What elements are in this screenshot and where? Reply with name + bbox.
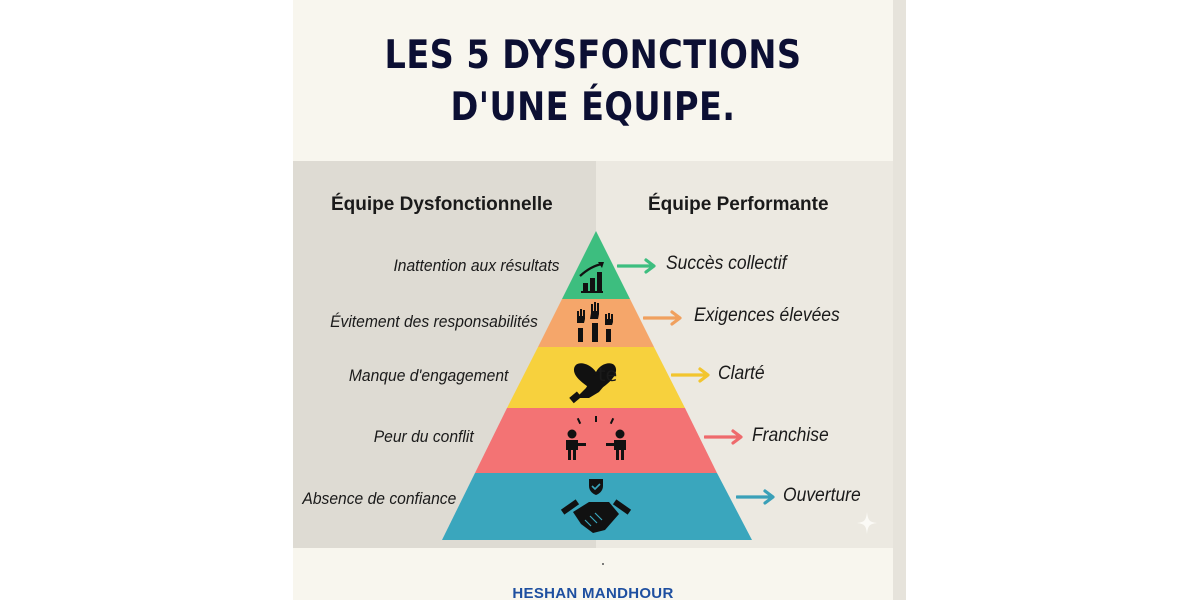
sparkle-icon bbox=[857, 512, 877, 534]
handshake-shield-icon bbox=[560, 479, 632, 533]
title-line-1: LES 5 DYSFONCTIONS bbox=[384, 33, 802, 78]
arrow-icon-2 bbox=[643, 310, 682, 326]
outcome-label-1: Succès collectif bbox=[666, 253, 787, 274]
right-edge-strip bbox=[893, 0, 906, 600]
footer-dot bbox=[602, 563, 604, 565]
pyramid bbox=[442, 231, 752, 540]
dysfunctional-team-header: Équipe Dysfonctionnelle bbox=[331, 194, 553, 215]
outcome-label-3: Clarté bbox=[718, 363, 765, 384]
page-title: LES 5 DYSFONCTIONS D'UNE ÉQUIPE. bbox=[335, 30, 851, 134]
author-name: HESHAN MANDHOUR bbox=[512, 585, 674, 600]
dysfunction-label-5: Absence de confiance bbox=[302, 489, 456, 508]
raised-hands-icon bbox=[577, 302, 613, 342]
growth-chart-icon bbox=[579, 262, 604, 293]
dysfunction-label-2: Évitement des responsabilités bbox=[330, 312, 538, 331]
performing-team-header: Équipe Performante bbox=[648, 194, 829, 215]
outcome-label-2: Exigences élevées bbox=[694, 305, 840, 326]
infographic-card: LES 5 DYSFONCTIONS D'UNE ÉQUIPE. Équipe … bbox=[293, 0, 893, 600]
stray-text-artifact: te bbox=[598, 364, 618, 386]
arrow-icon-4 bbox=[704, 429, 743, 445]
arrow-icon-5 bbox=[736, 489, 775, 505]
outcome-label-4: Franchise bbox=[752, 425, 829, 446]
title-line-2: D'UNE ÉQUIPE. bbox=[450, 85, 736, 130]
dysfunction-label-4: Peur du conflit bbox=[374, 427, 474, 446]
people-confrontation-icon bbox=[566, 416, 626, 460]
outcome-label-5: Ouverture bbox=[783, 485, 861, 506]
dysfunction-label-1: Inattention aux résultats bbox=[393, 256, 560, 275]
pyramid-layer-4 bbox=[475, 408, 717, 473]
dysfunction-label-3: Manque d'engagement bbox=[348, 366, 508, 385]
arrow-icon-1 bbox=[617, 258, 656, 274]
arrow-icon-3 bbox=[671, 367, 710, 383]
heart-hand-icon bbox=[569, 363, 617, 404]
